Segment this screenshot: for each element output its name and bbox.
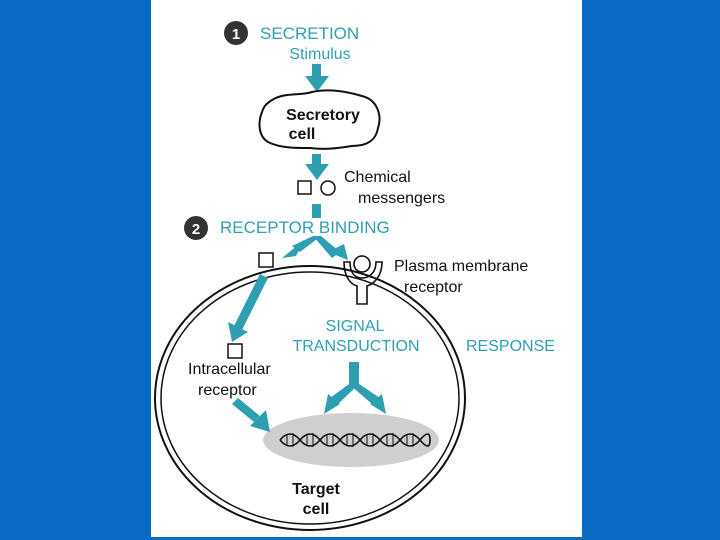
target-cell-outer-membrane	[154, 265, 466, 531]
transduction-branch-arrow	[324, 362, 386, 414]
step-2-label: RECEPTOR BINDING	[220, 218, 390, 237]
step-2: 2 RECEPTOR BINDING	[184, 216, 390, 240]
target-cell-inner-membrane	[160, 271, 460, 525]
stimulus-label: Stimulus	[289, 46, 350, 63]
round-messenger-icon	[320, 180, 336, 196]
step-1-number: 1	[232, 26, 240, 43]
response-label: RESPONSE	[466, 338, 555, 355]
step-1: 1 SECRETION	[224, 21, 359, 45]
step-1-label: SECRETION	[260, 24, 359, 43]
step-2-badge	[184, 216, 208, 240]
intracellular-to-nucleus-arrow	[232, 398, 270, 432]
secretory-cell-label-line2: cell	[289, 126, 316, 143]
secretory-cell-shape	[258, 89, 381, 150]
dna-helix-icon	[279, 433, 431, 447]
intracellular-receptor-line1: Intracellular	[188, 361, 271, 378]
square-messenger-icon-2	[258, 252, 274, 268]
chemical-messengers-line1: Chemical	[344, 169, 411, 186]
secretory-cell-label-line1: Secretory	[286, 107, 360, 124]
nucleus-shape	[263, 413, 439, 467]
step-2-number: 2	[192, 221, 200, 238]
plasma-membrane-receptor-line2: receptor	[404, 279, 463, 296]
step-1-badge	[224, 21, 248, 45]
intracellular-messenger-icon	[227, 343, 243, 359]
arrow-into-cell	[228, 274, 268, 342]
signal-transduction-line2: TRANSDUCTION	[292, 338, 419, 355]
messenger-stem	[312, 204, 321, 218]
square-messenger-icon	[297, 180, 312, 195]
arrow-stimulus-to-cell	[305, 64, 329, 92]
target-cell-label-line2: cell	[303, 501, 330, 518]
signal-transduction-line1: SIGNAL	[326, 318, 385, 335]
chemical-messengers-line2: messengers	[358, 190, 445, 207]
intracellular-receptor-line2: receptor	[198, 382, 257, 399]
arrow-cell-to-messengers	[305, 154, 329, 180]
plasma-membrane-receptor-icon	[343, 255, 383, 305]
plasma-membrane-receptor-line1: Plasma membrane	[394, 258, 528, 275]
split-arrows	[282, 236, 348, 260]
target-cell-label-line1: Target	[292, 481, 340, 498]
